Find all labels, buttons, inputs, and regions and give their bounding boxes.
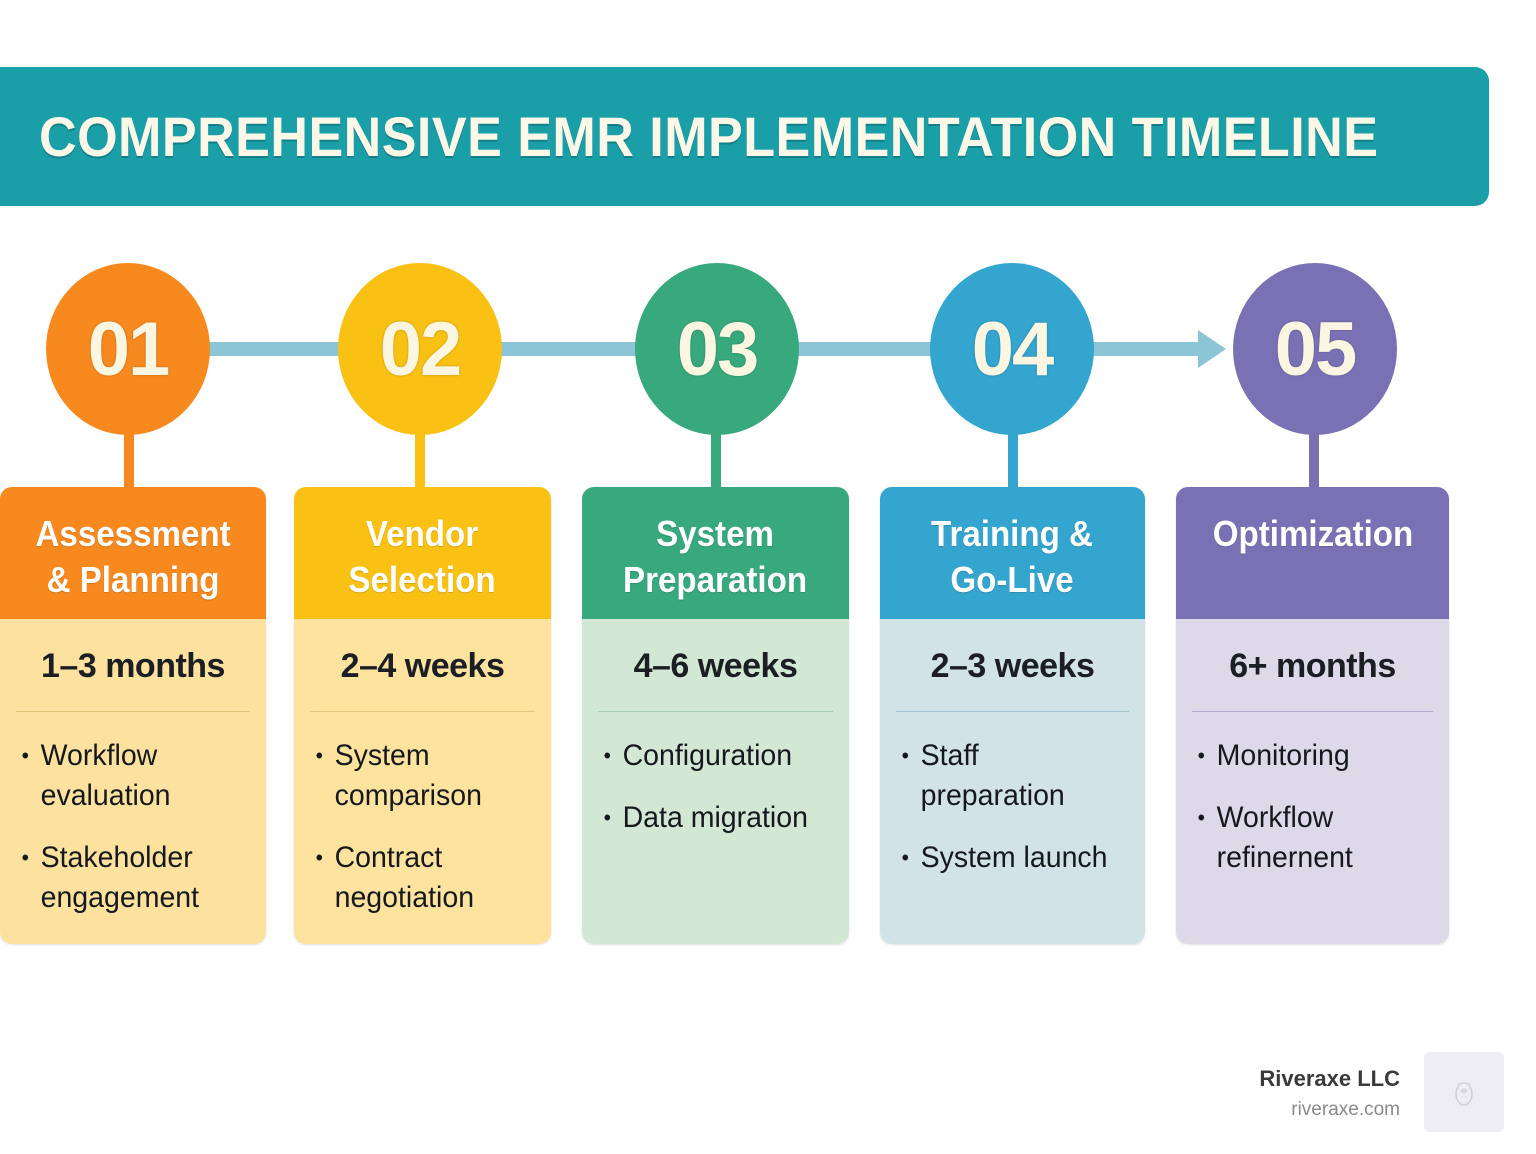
step-number: 03 (676, 306, 760, 392)
phase-card-vendor: Vendor Selection 2–4 weeks •System compa… (294, 487, 551, 944)
list-item: •Stakeholder engagement (14, 838, 240, 918)
step-circle-02: 02 (338, 263, 502, 435)
step-stem (124, 432, 134, 488)
step-number: 01 (87, 306, 171, 392)
bear-logo-icon (1424, 1052, 1504, 1132)
list-item: •System launch (894, 838, 1119, 878)
divider (16, 711, 250, 712)
arrow-right-icon (1198, 330, 1226, 368)
task-list: •Configuration •Data migration (596, 712, 835, 838)
card-title: System Preparation (623, 513, 808, 600)
card-body: 2–4 weeks •System comparison •Contract n… (294, 619, 551, 944)
card-header: Optimization (1176, 487, 1449, 619)
card-body: 2–3 weeks •Staff preparation •System lau… (880, 619, 1145, 944)
phase-card-optimization: Optimization 6+ months •Monitoring •Work… (1176, 487, 1449, 944)
divider (310, 711, 535, 712)
card-title: Vendor Selection (348, 513, 497, 600)
phase-card-assessment: Assessment & Planning 1–3 months •Workfl… (0, 487, 266, 944)
divider (598, 711, 833, 712)
bullet-icon: • (1197, 805, 1205, 830)
bullet-icon: • (1197, 743, 1205, 768)
card-title: Assessment & Planning (35, 513, 231, 600)
card-duration: 4–6 weeks (633, 647, 798, 685)
card-body: 1–3 months •Workflow evaluation •Stakeho… (0, 619, 266, 944)
page-title: COMPREHENSIVE EMR IMPLEMENTATION TIMELIN… (39, 105, 1379, 168)
card-duration: 6+ months (1229, 647, 1396, 685)
step-number: 05 (1274, 306, 1358, 392)
divider (1192, 711, 1433, 712)
task-list: •Workflow evaluation •Stakeholder engage… (14, 712, 252, 918)
bullet-icon: • (901, 743, 909, 768)
bullet-icon: • (315, 743, 323, 768)
card-header: Assessment & Planning (0, 487, 266, 619)
bullet-icon: • (603, 805, 611, 830)
divider (896, 711, 1129, 712)
phase-card-training: Training & Go-Live 2–3 weeks •Staff prep… (880, 487, 1145, 944)
card-header: System Preparation (582, 487, 849, 619)
step-circle-01: 01 (46, 263, 210, 435)
company-url[interactable]: riveraxe.com (1291, 1099, 1400, 1120)
card-body: 4–6 weeks •Configuration •Data migration (582, 619, 849, 944)
list-item: •Data migration (596, 798, 823, 838)
task-list: •Monitoring •Workflow refinernent (1190, 712, 1435, 878)
task-list: •System comparison •Contract negotiation (308, 712, 537, 918)
bullet-icon: • (315, 845, 323, 870)
step-stem (711, 432, 721, 488)
list-item: •Workflow refinernent (1190, 798, 1423, 878)
phase-card-system-prep: System Preparation 4–6 weeks •Configurat… (582, 487, 849, 944)
step-circle-04: 04 (930, 263, 1094, 435)
card-header: Training & Go-Live (880, 487, 1145, 619)
step-stem (415, 432, 425, 488)
step-stem (1008, 432, 1018, 488)
step-number: 04 (971, 306, 1055, 392)
list-item: •Workflow evaluation (14, 736, 240, 816)
step-number: 02 (379, 306, 463, 392)
card-duration: 2–3 weeks (930, 647, 1095, 685)
card-duration: 2–4 weeks (340, 647, 505, 685)
list-item: •Contract negotiation (308, 838, 526, 918)
bear-logo-icon (1455, 1082, 1473, 1106)
list-item: •Staff preparation (894, 736, 1119, 816)
bullet-icon: • (603, 743, 611, 768)
bullet-icon: • (901, 845, 909, 870)
bullet-icon: • (21, 743, 29, 768)
step-circle-05: 05 (1233, 263, 1397, 435)
company-name: Riveraxe LLC (1259, 1066, 1400, 1091)
task-list: •Staff preparation •System launch (894, 712, 1131, 878)
list-item: •Configuration (596, 736, 823, 776)
card-title: Optimization (1212, 513, 1413, 554)
card-header: Vendor Selection (294, 487, 551, 619)
step-stem (1309, 432, 1319, 488)
card-body: 6+ months •Monitoring •Workflow refinern… (1176, 619, 1449, 944)
card-title: Training & Go-Live (931, 513, 1094, 600)
title-banner: COMPREHENSIVE EMR IMPLEMENTATION TIMELIN… (0, 67, 1489, 206)
bullet-icon: • (21, 845, 29, 870)
step-circle-03: 03 (635, 263, 799, 435)
card-duration: 1–3 months (41, 647, 225, 685)
list-item: •Monitoring (1190, 736, 1423, 776)
list-item: •System comparison (308, 736, 526, 816)
